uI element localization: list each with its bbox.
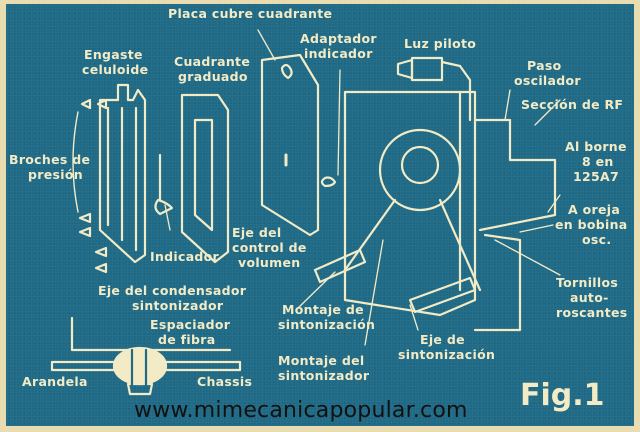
label-auto: auto- [570, 290, 609, 305]
label-indicador-adapter: indicador [304, 46, 373, 61]
indicator-adapter [320, 176, 337, 188]
figure-label: Fig.1 [520, 378, 605, 413]
label-a-oreja: A oreja [568, 202, 621, 217]
label-cuadrante: Cuadrante [174, 54, 251, 69]
shaft-detail-inset [50, 316, 242, 396]
label-broches: Broches de [9, 152, 91, 167]
label-de-fibra: de fibra [158, 332, 216, 347]
indicator-pointer [154, 153, 174, 216]
label-luz-piloto: Luz piloto [404, 36, 477, 51]
label-montaje-del: Montaje del [278, 353, 365, 368]
label-eje-de: Eje de [420, 332, 465, 347]
label-chassis: Chassis [197, 374, 253, 389]
label-sintonizador-cap: sintonizador [132, 298, 224, 313]
label-roscantes: roscantes [556, 305, 628, 320]
watermark-url: www.mimecanicapopular.com [134, 398, 468, 423]
leader-lines [164, 29, 561, 346]
dial-cover-plate [260, 53, 320, 237]
label-en-bobina: en bobina [555, 217, 628, 232]
label-sintonizacion-2: sintonización [398, 347, 496, 362]
label-125a7: 125A7 [573, 169, 619, 184]
tuning-shafts [313, 248, 477, 314]
press-clips [72, 98, 108, 274]
label-8-en: 8 en [582, 154, 614, 169]
label-placa-cubre-cuadrante: Placa cubre cuadrante [168, 6, 333, 21]
label-presion: presión [28, 167, 83, 182]
label-oscilador: oscilador [514, 73, 581, 88]
label-tornillos: Tornillos [556, 275, 619, 290]
label-volumen: volumen [238, 255, 301, 270]
tuner-chassis [343, 90, 557, 332]
label-seccion-rf: Sección de RF [521, 97, 624, 112]
graduated-dial [180, 93, 230, 264]
diagram-panel [6, 4, 634, 426]
label-sintonizador: sintonizador [278, 368, 370, 383]
label-graduado: graduado [178, 69, 248, 84]
label-sintonizacion-1: sintonización [278, 317, 376, 332]
celluloid-bezel [98, 83, 147, 264]
label-montaje-de: Montaje de [282, 302, 364, 317]
label-engaste: Engaste [84, 47, 143, 62]
pilot-lamp [396, 56, 472, 122]
label-paso: Paso [527, 58, 562, 73]
label-eje-condensador: Eje del condensador [98, 283, 247, 298]
label-eje-del: Eje del [232, 225, 282, 240]
label-espaciador: Espaciador [150, 317, 231, 332]
label-celuloide: celuloide [82, 62, 149, 77]
label-control-de: control de [232, 240, 307, 255]
label-osc: osc. [582, 232, 612, 247]
label-arandela: Arandela [22, 374, 88, 389]
label-indicador: Indicador [150, 249, 220, 264]
label-al-borne: Al borne [565, 139, 627, 154]
label-adaptador: Adaptador [300, 31, 377, 46]
